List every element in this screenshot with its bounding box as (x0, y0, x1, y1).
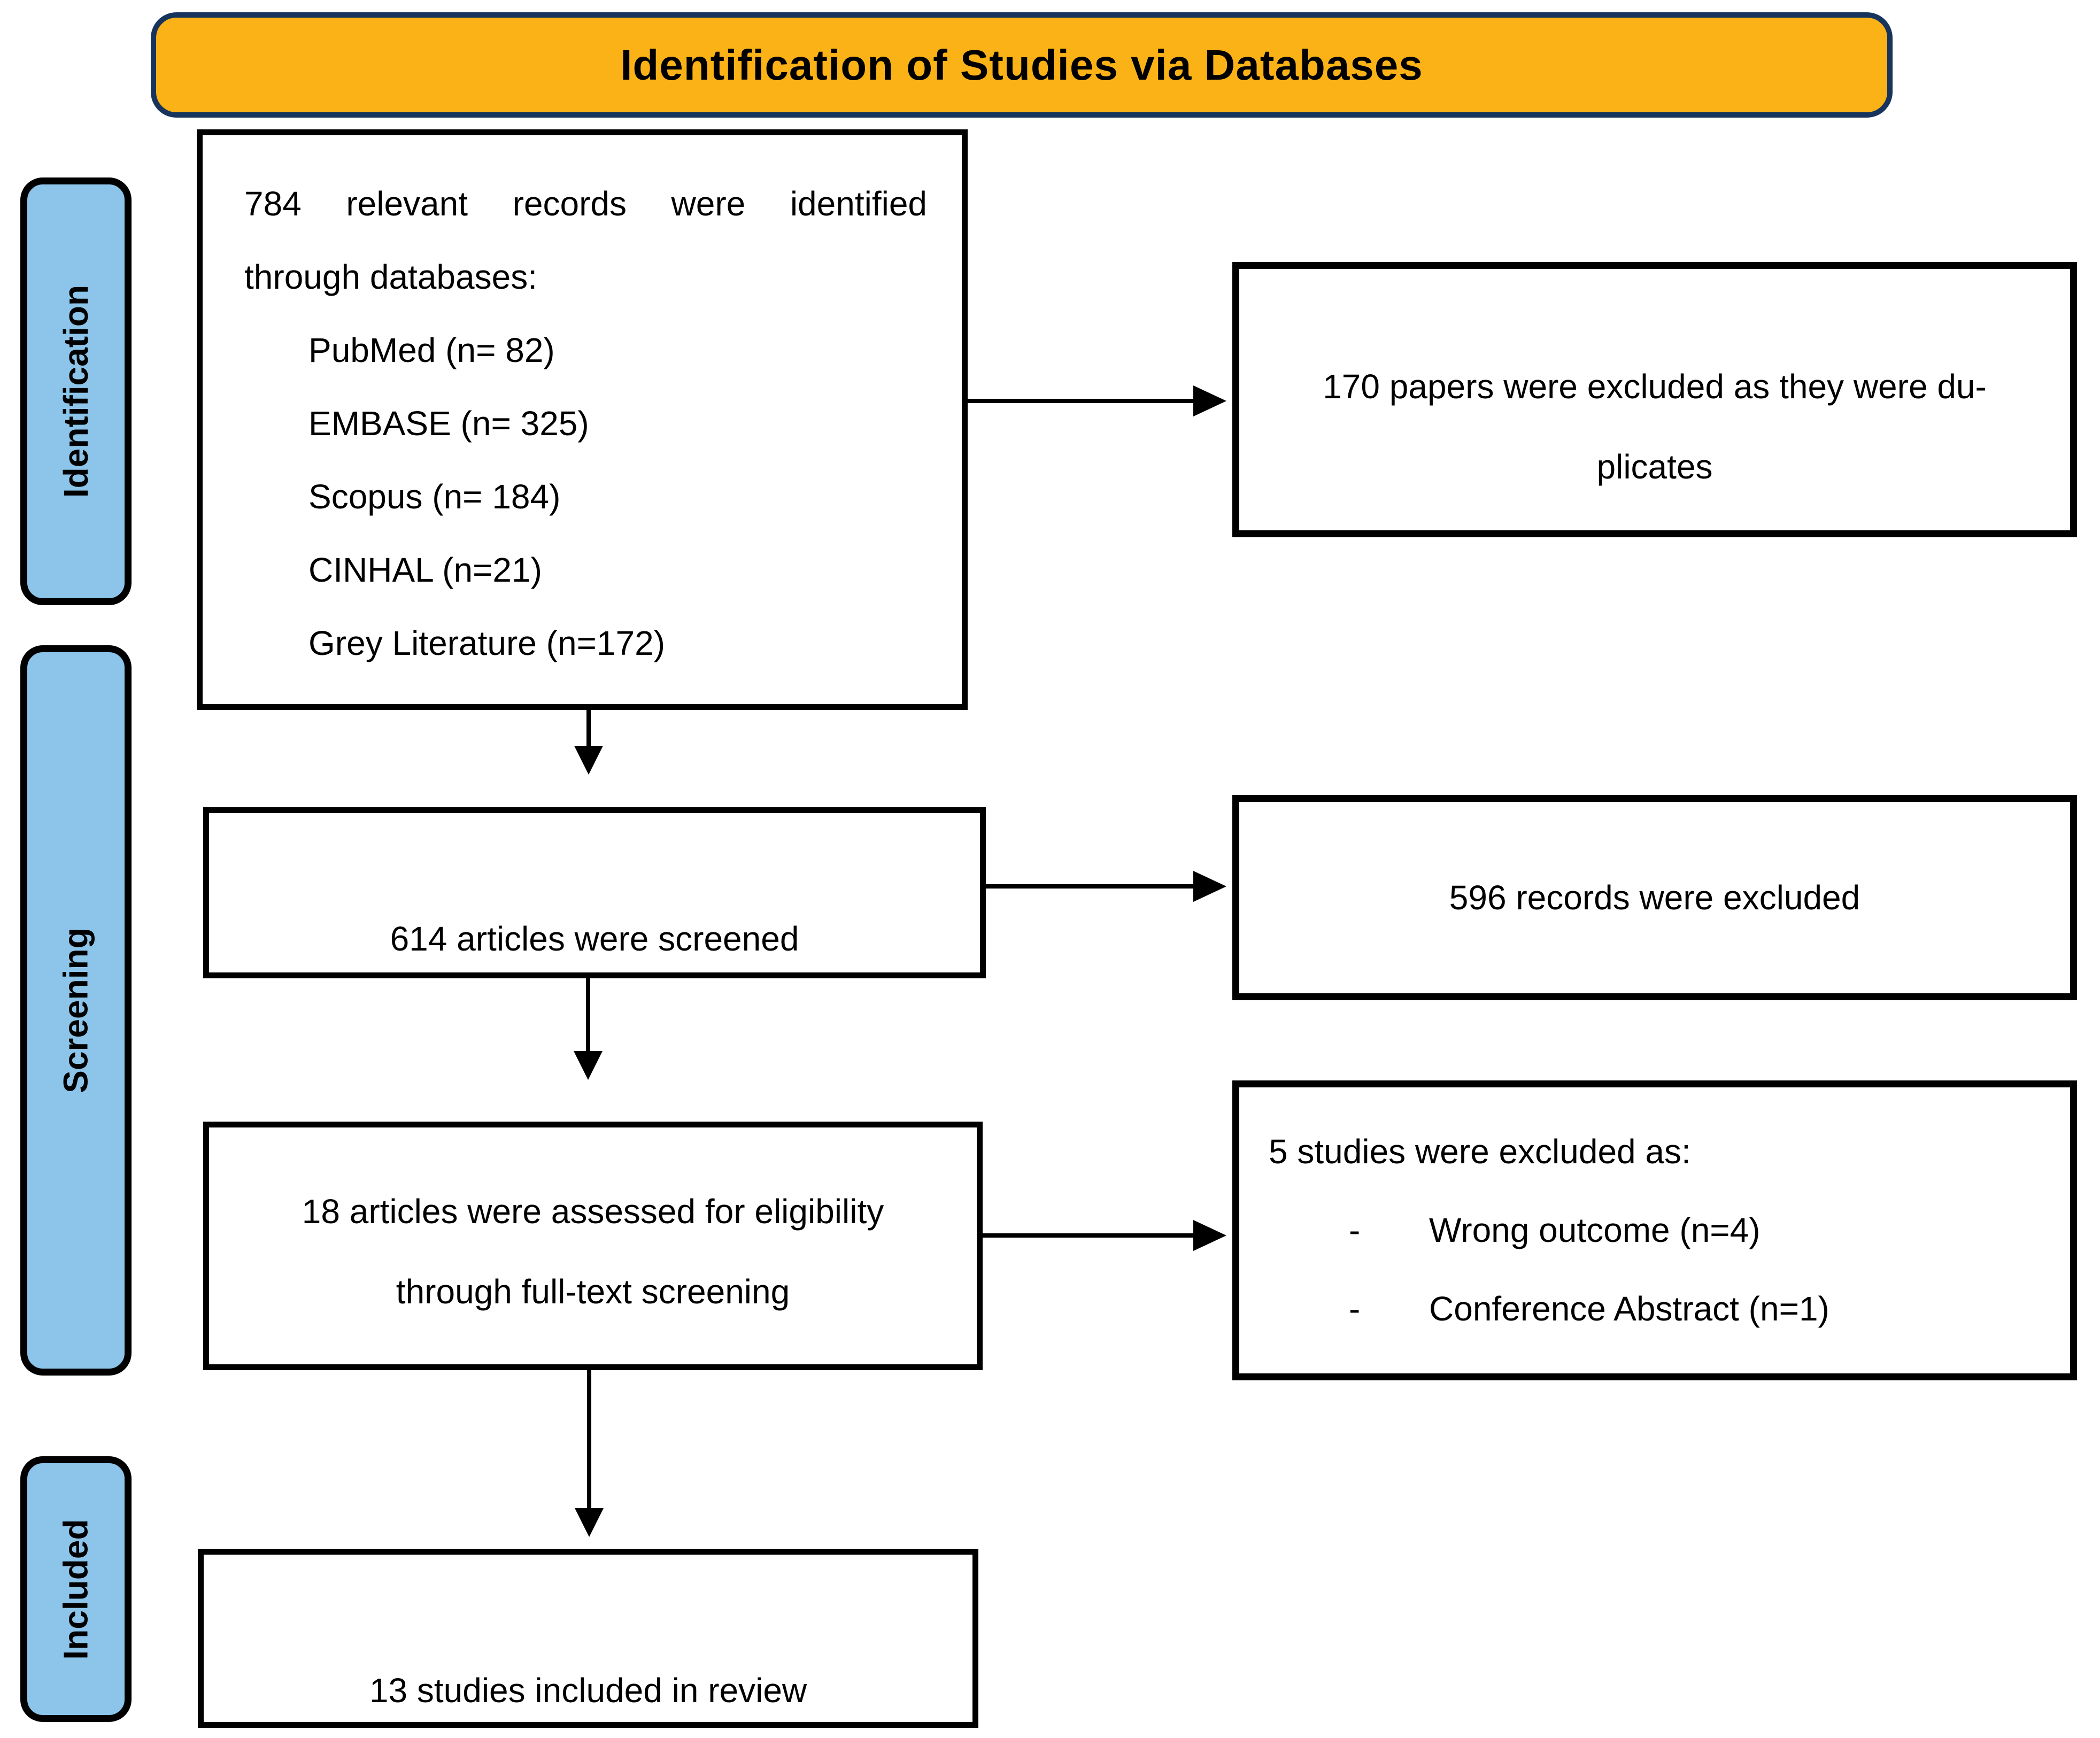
title-banner: Identification of Studies via Databases (151, 12, 1893, 118)
arrow-shaft (968, 399, 1194, 403)
database-item: CINHAL (n=21) (308, 551, 542, 589)
excluded-duplicates-line2: plicates (1596, 447, 1713, 486)
arrow-head-down-icon (575, 1508, 604, 1537)
bullet-dash: - (1349, 1211, 1361, 1249)
excluded-fulltext-heading: 5 studies were excluded as: (1269, 1132, 1691, 1171)
arrow-head-down-icon (574, 746, 603, 775)
articles-screened-text: 614 articles were screened (390, 920, 799, 958)
box-eligibility-assessed: 18 articles were assessed for eligibilit… (203, 1122, 983, 1370)
studies-included-text: 13 studies included in review (369, 1671, 807, 1710)
eligibility-line1: 18 articles were assessed for eligibilit… (302, 1192, 884, 1231)
box-articles-screened: 614 articles were screened (203, 807, 986, 978)
arrow-head-right-icon (1193, 385, 1226, 416)
arrow-head-right-icon (1193, 1220, 1226, 1251)
phase-label-included: Included (20, 1456, 132, 1722)
arrow-head-right-icon (1193, 871, 1226, 902)
excluded-records-text: 596 records were excluded (1449, 878, 1860, 917)
arrow-shaft (587, 1370, 591, 1509)
database-item: PubMed (n= 82) (308, 331, 555, 369)
box-excluded-duplicates: 170 papers were excluded as they were du… (1232, 262, 2077, 537)
database-item: Grey Literature (n=172) (308, 624, 665, 662)
box-excluded-records: 596 records were excluded (1232, 795, 2077, 1000)
excluded-reason-row: - Conference Abstract (n=1) (1349, 1270, 2038, 1348)
arrow-shaft (586, 978, 590, 1052)
arrow-shaft (586, 710, 591, 747)
page-title: Identification of Studies via Databases (620, 41, 1423, 89)
database-item: EMBASE (n= 325) (308, 404, 589, 443)
phase-label-screening-text: Screening (57, 928, 95, 1093)
phase-label-identification: Identification (20, 177, 132, 605)
excluded-reason-text: Wrong outcome (n=4) (1429, 1211, 1761, 1249)
bullet-dash: - (1349, 1289, 1361, 1328)
database-item: Scopus (n= 184) (308, 477, 561, 516)
phase-label-included-text: Included (57, 1518, 95, 1660)
box-excluded-fulltext: 5 studies were excluded as: - Wrong outc… (1232, 1080, 2077, 1380)
records-identified-intro-line2: through databases: (244, 258, 537, 296)
phase-label-screening: Screening (20, 645, 132, 1376)
eligibility-line2: through full-text screening (396, 1272, 790, 1311)
excluded-reason-row: - Wrong outcome (n=4) (1349, 1191, 2038, 1270)
arrow-shaft (986, 884, 1194, 889)
excluded-reason-text: Conference Abstract (n=1) (1429, 1289, 1829, 1328)
box-records-identified: 784 relevant records were identified thr… (197, 129, 968, 710)
phase-label-identification-text: Identification (57, 284, 95, 498)
arrow-shaft (983, 1233, 1194, 1238)
records-identified-intro-line1: 784 relevant records were identified (244, 184, 927, 223)
excluded-duplicates-line1: 170 papers were excluded as they were du… (1323, 367, 1987, 406)
arrow-head-down-icon (574, 1051, 603, 1080)
box-studies-included: 13 studies included in review (198, 1549, 978, 1728)
